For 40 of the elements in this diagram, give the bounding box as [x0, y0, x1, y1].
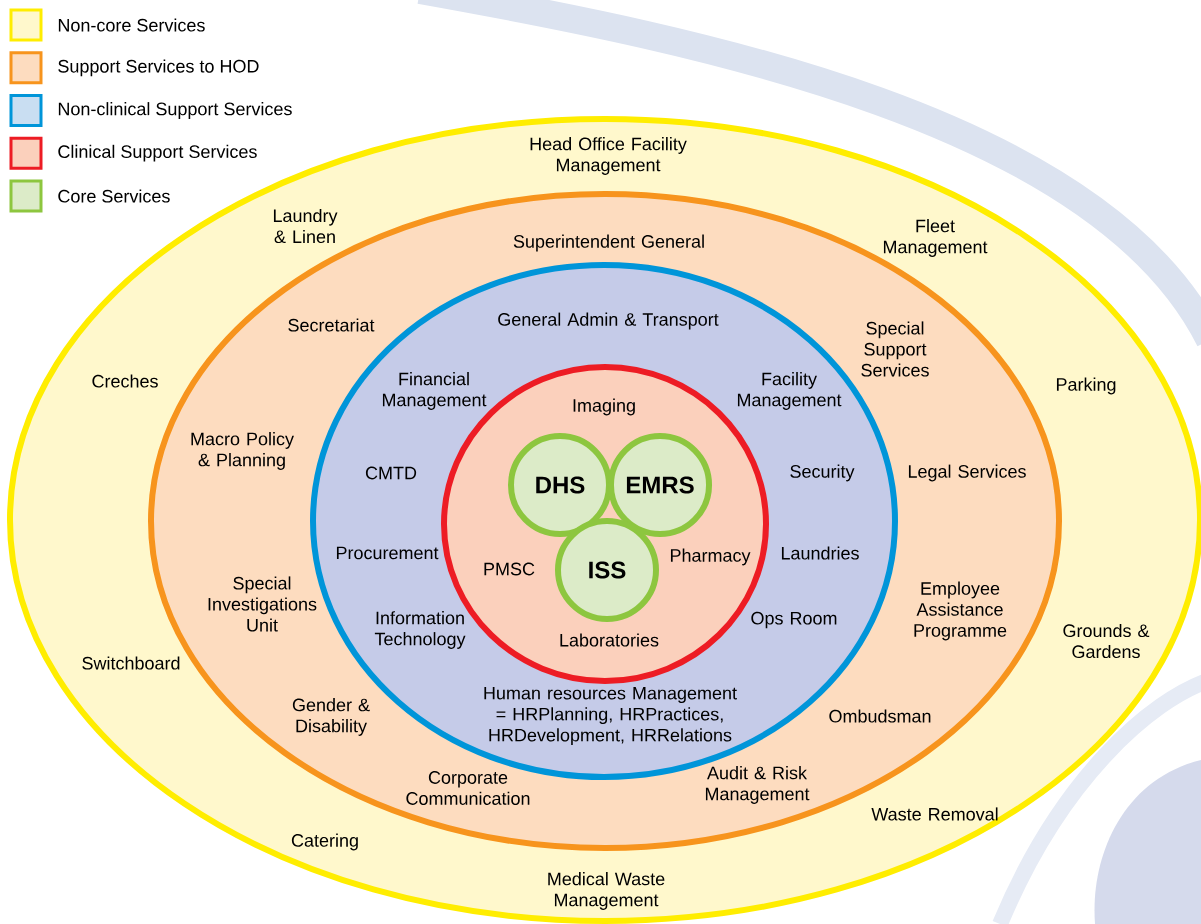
- service-label: Ops Room: [751, 611, 837, 629]
- service-label: Corporate Communication: [406, 771, 530, 805]
- service-label: Catering: [291, 833, 358, 851]
- service-label: Special Investigations Unit: [208, 576, 317, 632]
- service-label: Special Support Services: [861, 321, 929, 377]
- service-label: Financial Management: [382, 372, 487, 410]
- service-label: Macro Policy & Planning: [191, 432, 294, 470]
- legend-label: Non-clinical Support Services: [58, 102, 292, 119]
- service-label: Head Office Facility Management: [530, 137, 687, 175]
- service-label: Creches: [92, 374, 158, 388]
- service-label: Superintendent General: [513, 234, 704, 252]
- service-label: Employee Assistance Programme: [914, 581, 1007, 641]
- service-label: Security: [790, 464, 855, 482]
- legend-label: Core Services: [58, 189, 170, 203]
- service-label: Ombudsman: [829, 709, 931, 723]
- service-label: Laboratories: [560, 633, 659, 647]
- service-label: CMTD: [365, 466, 417, 480]
- service-label: Waste Removal: [871, 807, 998, 821]
- service-label: General Admin & Transport: [498, 312, 719, 330]
- service-label: Switchboard: [82, 656, 180, 670]
- service-label: PMSC: [484, 562, 535, 576]
- service-label: Information Technology: [374, 611, 466, 649]
- service-label: Imaging: [573, 398, 635, 416]
- service-label: Laundries: [781, 546, 859, 560]
- service-label: Medical Waste Management: [548, 872, 665, 910]
- service-label: Secretariat: [288, 318, 375, 332]
- service-label: Fleet Management: [883, 219, 988, 257]
- service-label: Human resources Management = HRPlanning, HRPractices, HRDevelopment, HRRelations: [484, 686, 737, 746]
- legend-label: Non-core Services: [58, 18, 205, 32]
- service-label: Parking: [1056, 377, 1116, 395]
- legend-label: Support Services to HOD: [58, 59, 259, 77]
- legend-label: Clinical Support Services: [58, 144, 257, 162]
- service-label: Facility Management: [737, 372, 842, 410]
- service-label: Audit & Risk Management: [705, 766, 810, 804]
- service-label: Gender & Disability: [292, 698, 370, 736]
- service-label: Procurement: [336, 546, 439, 560]
- service-label: Laundry & Linen: [273, 208, 338, 244]
- service-label: Grounds & Gardens: [1063, 623, 1150, 659]
- service-label: Legal Services: [908, 464, 1026, 482]
- service-label: Pharmacy: [670, 548, 751, 566]
